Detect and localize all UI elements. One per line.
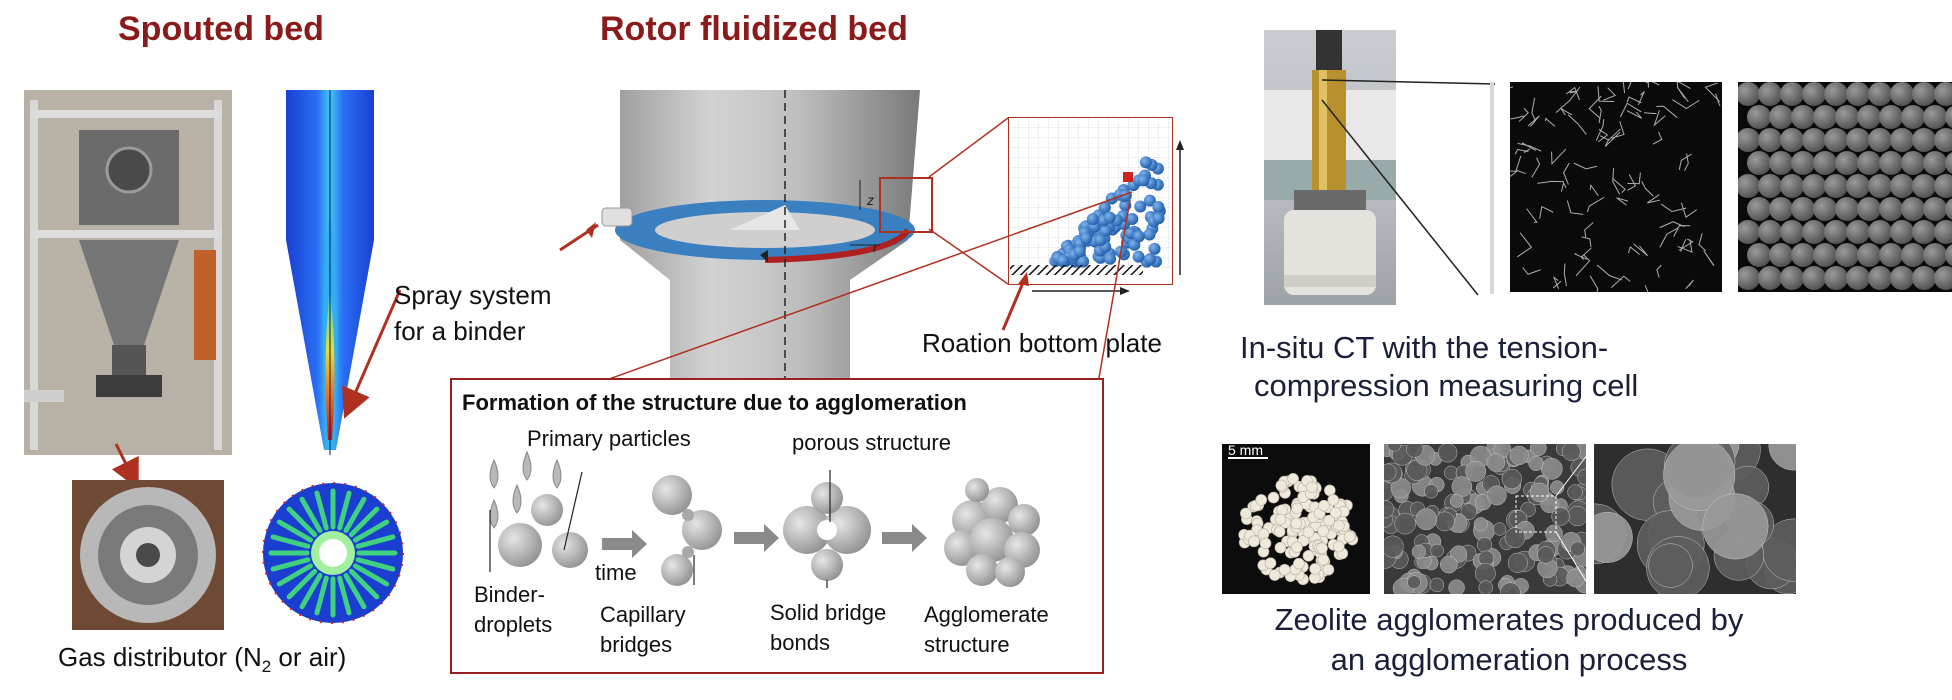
ct-scan-texture — [1510, 82, 1721, 292]
agglomerate-label-line2: structure — [924, 632, 1010, 657]
solid-bridge-label-line2: bonds — [770, 630, 830, 655]
gas-distributor-caption-text: Gas distributor (N — [58, 642, 262, 672]
gas-distributor-photo — [72, 480, 224, 630]
capillary-bridges-label-line1: Capillary — [600, 602, 686, 627]
zeolite-sem-image-2 — [1594, 444, 1796, 594]
ct-caption-line1: In-situ CT with the tension- — [1240, 330, 1609, 365]
axis-z-label: z — [866, 192, 874, 208]
agglomerate-label-line1: Agglomerate — [924, 602, 1049, 627]
gas-distributor-subscript: 2 — [261, 657, 272, 677]
spray-arrow — [342, 289, 402, 419]
dem-inset-image — [1008, 117, 1173, 285]
zeolite-beads-photo: 5 mm — [1222, 444, 1370, 594]
binder-droplets-label-line2: droplets — [474, 612, 553, 637]
formation-box: Formation of the structure due to agglom… — [450, 378, 1104, 674]
formation-box-title: Formation of the structure due to agglom… — [462, 390, 967, 415]
dem-vertical-arrow — [1176, 140, 1184, 275]
time-label: time — [595, 560, 637, 585]
capillary-bridges-label-line2: bridges — [600, 632, 673, 657]
spouted-bed-title: Spouted bed — [118, 10, 324, 48]
zeolite-beads-image — [1228, 457, 1359, 586]
ct-scan-slice-image — [1510, 82, 1722, 292]
binder-droplets-label-line1: Binder- — [474, 582, 545, 607]
ct-caption-line2: compression measuring cell — [1254, 368, 1639, 403]
gas-distributor-caption: Gas distributor (N2 or air) — [58, 642, 346, 677]
dem-horizontal-arrow — [1032, 287, 1130, 295]
scale-bar-label: 5 mm — [1228, 444, 1263, 458]
primary-particles-label: Primary particles — [527, 426, 691, 451]
rotation-plate-label: Roation bottom plate — [922, 328, 1162, 358]
rotor-fluidized-bed-title: Rotor fluidized bed — [600, 10, 908, 48]
porous-structure-label: porous structure — [792, 430, 951, 455]
gas-distributor-simulation-image — [262, 482, 404, 624]
axis-r-label: r — [873, 239, 879, 255]
formation-stages-image — [489, 450, 1040, 588]
solid-bridge-label-line1: Solid bridge — [770, 600, 887, 625]
sem-texture-1 — [1384, 444, 1586, 594]
ct-3d-spheres — [1738, 82, 1952, 290]
gas-distributor-image — [72, 480, 224, 630]
zeolite-caption-line2: an agglomeration process — [1330, 642, 1688, 677]
spouted-bed-photo — [24, 90, 232, 455]
zeolite-sem-image-1 — [1384, 444, 1586, 594]
ct-cell-image — [1264, 30, 1396, 295]
spray-system-label-line1: Spray system — [394, 280, 552, 310]
down-arrow — [111, 443, 139, 490]
zeolite-caption-line1: Zeolite agglomerates produced by — [1274, 602, 1744, 637]
gas-distributor-caption-end: or air) — [271, 642, 347, 672]
spray-system-label-line2: for a binder — [394, 316, 526, 346]
ct-3d-render-image — [1738, 82, 1952, 292]
ct-cell-photo — [1264, 30, 1396, 305]
spouted-bed-apparatus-image — [24, 90, 232, 455]
sem-texture-2 — [1594, 444, 1796, 594]
rotor-bed-render-image: r z — [601, 90, 920, 415]
zoom-region-marker — [879, 177, 933, 233]
spout-simulation-image — [286, 90, 374, 455]
